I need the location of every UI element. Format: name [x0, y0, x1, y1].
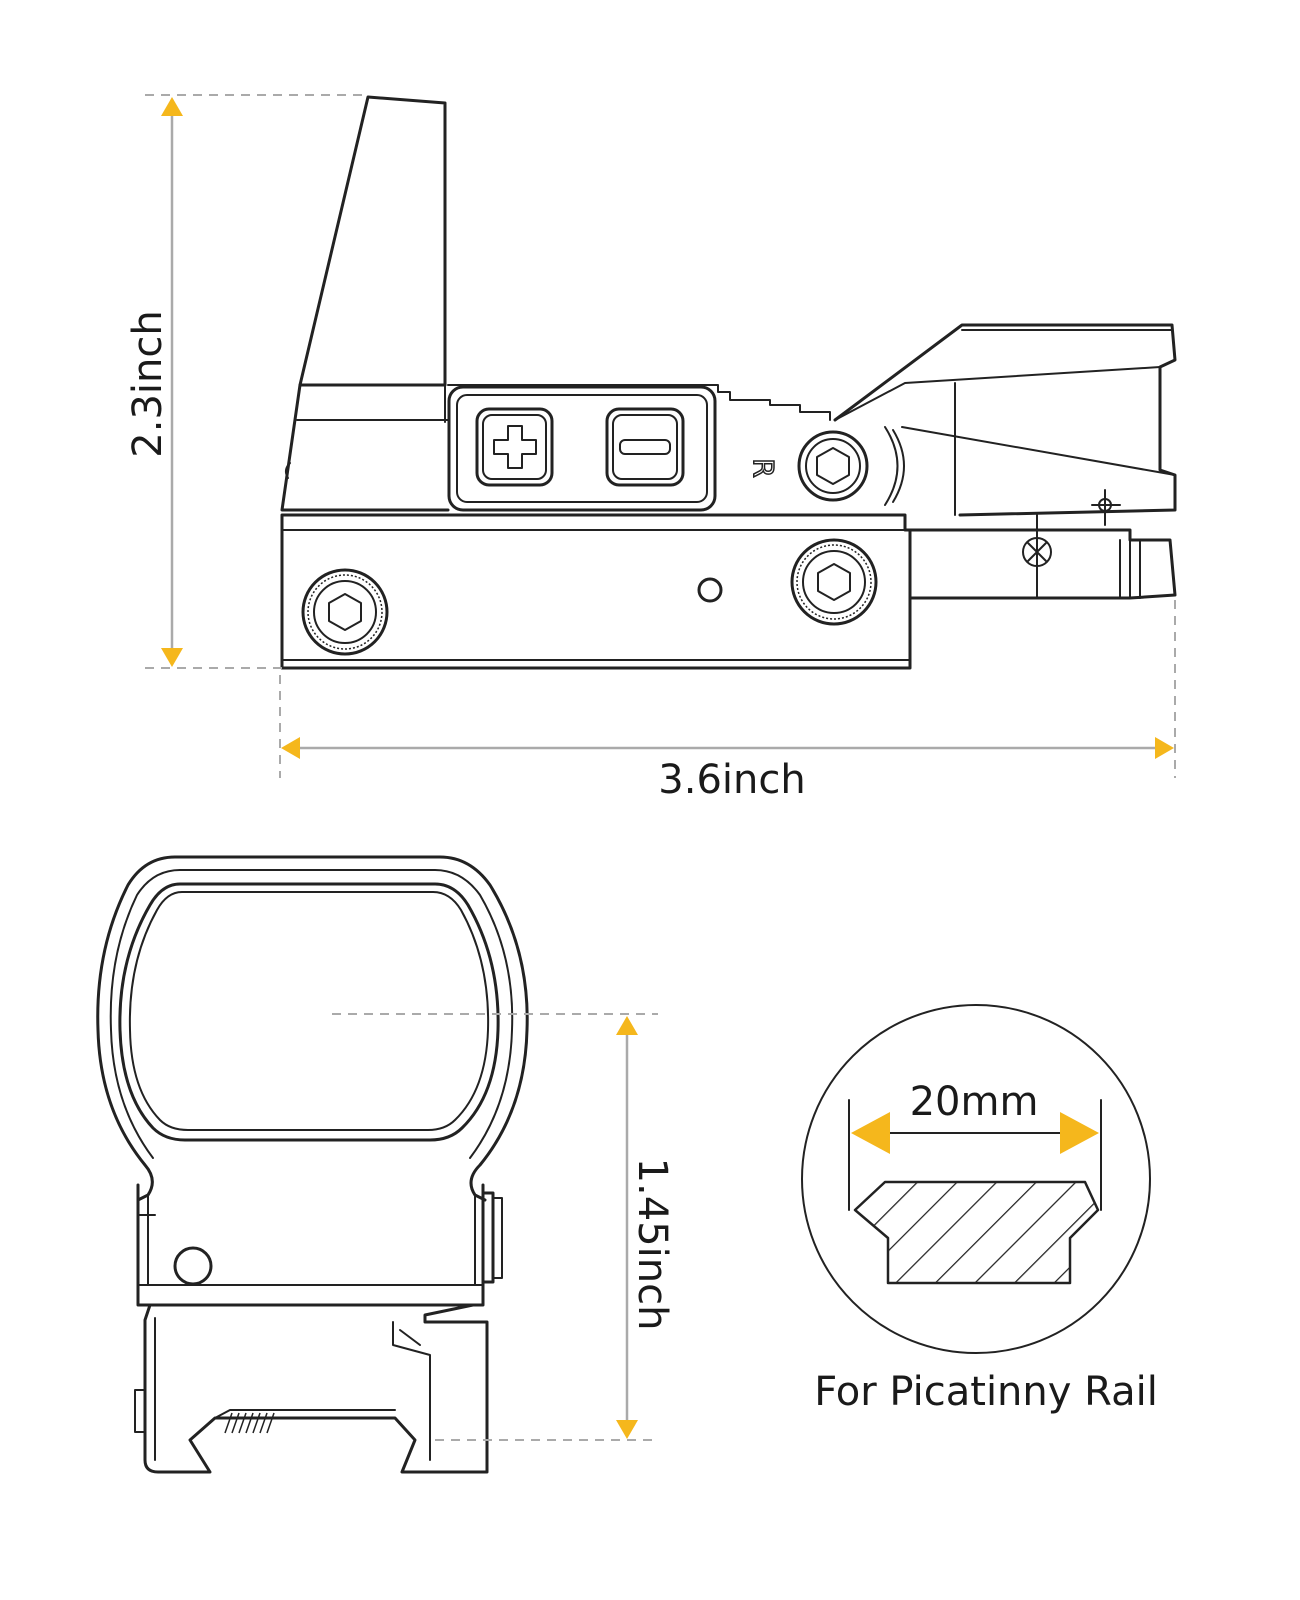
side-view: + − R	[280, 95, 1177, 670]
height-label: 2.3inch	[125, 310, 171, 457]
optical-axis-dimension: 1.45inch	[332, 1013, 675, 1441]
height-dimension: 2.3inch	[125, 94, 368, 669]
reticle-marker-label: R	[747, 458, 780, 477]
pin-hole	[697, 577, 723, 603]
hex-screw-icon	[301, 568, 389, 656]
minus-button[interactable]: −	[605, 407, 685, 487]
clamp-thread	[224, 1412, 275, 1434]
plus-button[interactable]: +	[475, 407, 554, 487]
rail-detail: 20mm	[801, 1004, 1151, 1354]
optical-axis-label: 1.45inch	[629, 1158, 675, 1331]
front-view	[96, 855, 529, 1474]
length-dimension: 3.6inch	[279, 600, 1176, 803]
hex-screw-icon	[797, 430, 869, 502]
rail-width-label: 20mm	[910, 1079, 1039, 1125]
length-label: 3.6inch	[658, 757, 805, 803]
rail-caption: For Picatinny Rail	[814, 1369, 1158, 1415]
pin-hole	[173, 1246, 213, 1286]
hex-screw-icon	[790, 538, 878, 626]
crosshair-icon	[1091, 489, 1121, 526]
phillips-screw-icon	[1022, 537, 1052, 567]
